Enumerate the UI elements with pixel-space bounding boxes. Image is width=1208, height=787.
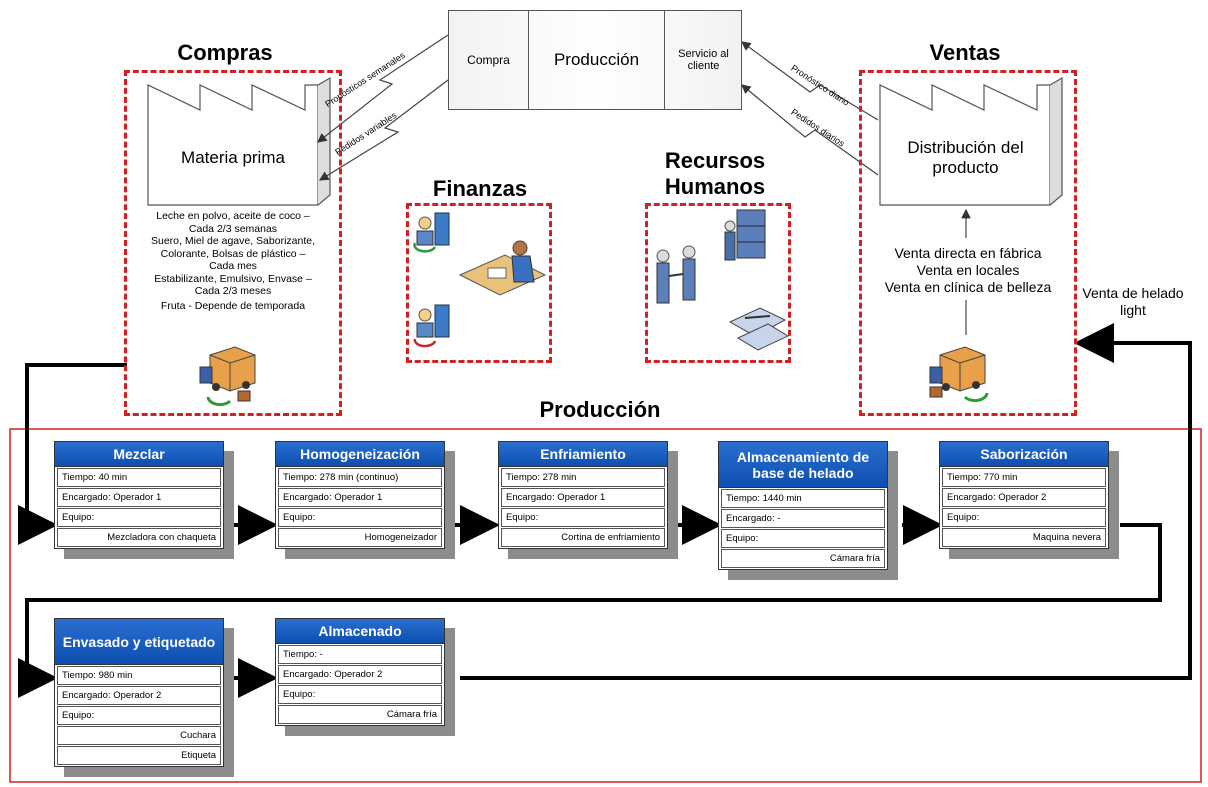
- material-line: Cada 2/3 meses: [194, 285, 272, 297]
- channel-line: Venta en locales: [916, 262, 1020, 278]
- process-row: Equipo:: [501, 508, 665, 527]
- ventas-box: [859, 70, 1077, 416]
- process-row: Tiempo: 1440 min: [721, 489, 885, 508]
- process-box-homogeneizacion: Homogeneización Tiempo: 278 min (continu…: [275, 441, 455, 559]
- process-row: Equipo:: [721, 529, 885, 548]
- material-line: Suero, Miel de agave, Saborizante,: [150, 235, 316, 247]
- compras-factory-label: Materia prima: [181, 148, 285, 167]
- process-row: Tiempo: 278 min (continuo): [278, 468, 442, 487]
- process-box-saborizacion: Saborización Tiempo: 770 min Encargado: …: [939, 441, 1119, 559]
- finanzas-person-computer-icon: [413, 304, 450, 348]
- process-row: Equipo:: [57, 508, 221, 527]
- rrhh-box: [645, 203, 791, 363]
- process-row: Tiempo: -: [278, 645, 442, 664]
- ventas-factory-label: Distribución del producto: [907, 138, 1024, 177]
- material-line: Leche en polvo, aceite de coco –: [156, 210, 310, 222]
- rrhh-phone-icon: [728, 307, 790, 351]
- process-box-mezclar: Mezclar Tiempo: 40 min Encargado: Operad…: [54, 441, 234, 559]
- process-equipment: Homogeneizador: [278, 528, 442, 547]
- process-equipment: Mezcladora con chaqueta: [57, 528, 221, 547]
- truck-icon: [929, 346, 989, 403]
- process-row: Equipo:: [942, 508, 1106, 527]
- process-title: Almacenado: [276, 619, 444, 644]
- process-equipment: Maquina nevera: [942, 528, 1106, 547]
- material-line: Estabilizante, Emulsivo, Envase –: [154, 272, 312, 285]
- process-row: Tiempo: 770 min: [942, 468, 1106, 487]
- process-row: Encargado: Operador 1: [57, 488, 221, 507]
- process-row: Equipo:: [57, 706, 221, 725]
- process-row: Tiempo: 278 min: [501, 468, 665, 487]
- truck-icon: [199, 346, 256, 407]
- compras-materials-list: Leche en polvo, aceite de coco – Cada 2/…: [128, 210, 338, 312]
- ventas-channels: Venta directa en fábrica Venta en locale…: [862, 245, 1074, 296]
- info-arrows-compras: [317, 34, 449, 181]
- finanzas-title: Finanzas: [432, 176, 528, 201]
- material-line: Cada 2/3 semanas: [188, 222, 278, 235]
- process-equipment: Cortina de enfriamiento: [501, 528, 665, 547]
- process-title: Enfriamiento: [499, 442, 667, 467]
- process-title: Almacenamiento de base de helado: [719, 442, 887, 488]
- process-row: Encargado: Operador 2: [942, 488, 1106, 507]
- produccion-title: Producción: [539, 397, 661, 422]
- finanzas-desk-worker-icon: [458, 240, 547, 296]
- process-title: Homogeneización: [276, 442, 444, 467]
- material-line: Cada mes: [209, 260, 257, 272]
- process-equipment: Cámara fría: [721, 549, 885, 568]
- material-flow-lines: [18, 323, 1192, 698]
- top-cell-produccion: Producción: [529, 11, 665, 109]
- process-row: Encargado: -: [721, 509, 885, 528]
- process-equipment: Etiqueta: [57, 746, 221, 765]
- info-arrows-ventas: [741, 41, 879, 176]
- finanzas-person-computer-icon: [413, 212, 450, 253]
- process-box-almacenamiento-base: Almacenamiento de base de helado Tiempo:…: [718, 441, 898, 580]
- ventas-factory-shape: [879, 76, 1063, 206]
- process-row: Encargado: Operador 2: [57, 686, 221, 705]
- material-line: Colorante, Bolsas de plástico –: [160, 247, 306, 260]
- ventas-title: Ventas: [929, 40, 1001, 65]
- process-row: Tiempo: 980 min: [57, 666, 221, 685]
- process-row: Encargado: Operador 1: [278, 488, 442, 507]
- process-row: Tiempo: 40 min: [57, 468, 221, 487]
- compras-title: Compras: [177, 40, 273, 65]
- process-box-envasado: Envasado y etiquetado Tiempo: 980 min En…: [54, 618, 234, 777]
- rrhh-server-person-icon: [724, 209, 766, 261]
- production-frame: [9, 428, 1202, 783]
- process-box-enfriamiento: Enfriamiento Tiempo: 278 min Encargado: …: [498, 441, 678, 559]
- rrhh-people-handshake-icon: [656, 245, 696, 304]
- process-row: Encargado: Operador 2: [278, 665, 442, 684]
- compras-box: [124, 70, 342, 416]
- process-title: Envasado y etiquetado: [55, 619, 223, 665]
- top-cell-compra: Compra: [449, 11, 529, 109]
- ventas-side-label: Venta de helado light: [1082, 285, 1184, 318]
- process-title: Saborización: [940, 442, 1108, 467]
- rrhh-title: Recursos Humanos: [664, 148, 766, 199]
- process-box-almacenado: Almacenado Tiempo: - Encargado: Operador…: [275, 618, 455, 736]
- process-row: Equipo:: [278, 508, 442, 527]
- channel-line: Venta en clínica de belleza: [884, 279, 1052, 295]
- process-equipment: Cámara fría: [278, 705, 442, 724]
- process-row: Equipo:: [278, 685, 442, 704]
- top-function-box: Compra Producción Servicio al cliente: [448, 10, 742, 110]
- material-line: Fruta - Depende de temporada: [160, 299, 306, 312]
- finanzas-box: [406, 203, 552, 363]
- process-row: Encargado: Operador 1: [501, 488, 665, 507]
- process-title: Mezclar: [55, 442, 223, 467]
- channel-line: Venta directa en fábrica: [894, 245, 1042, 261]
- top-cell-servicio: Servicio al cliente: [678, 48, 729, 72]
- process-equipment: Cuchara: [57, 726, 221, 745]
